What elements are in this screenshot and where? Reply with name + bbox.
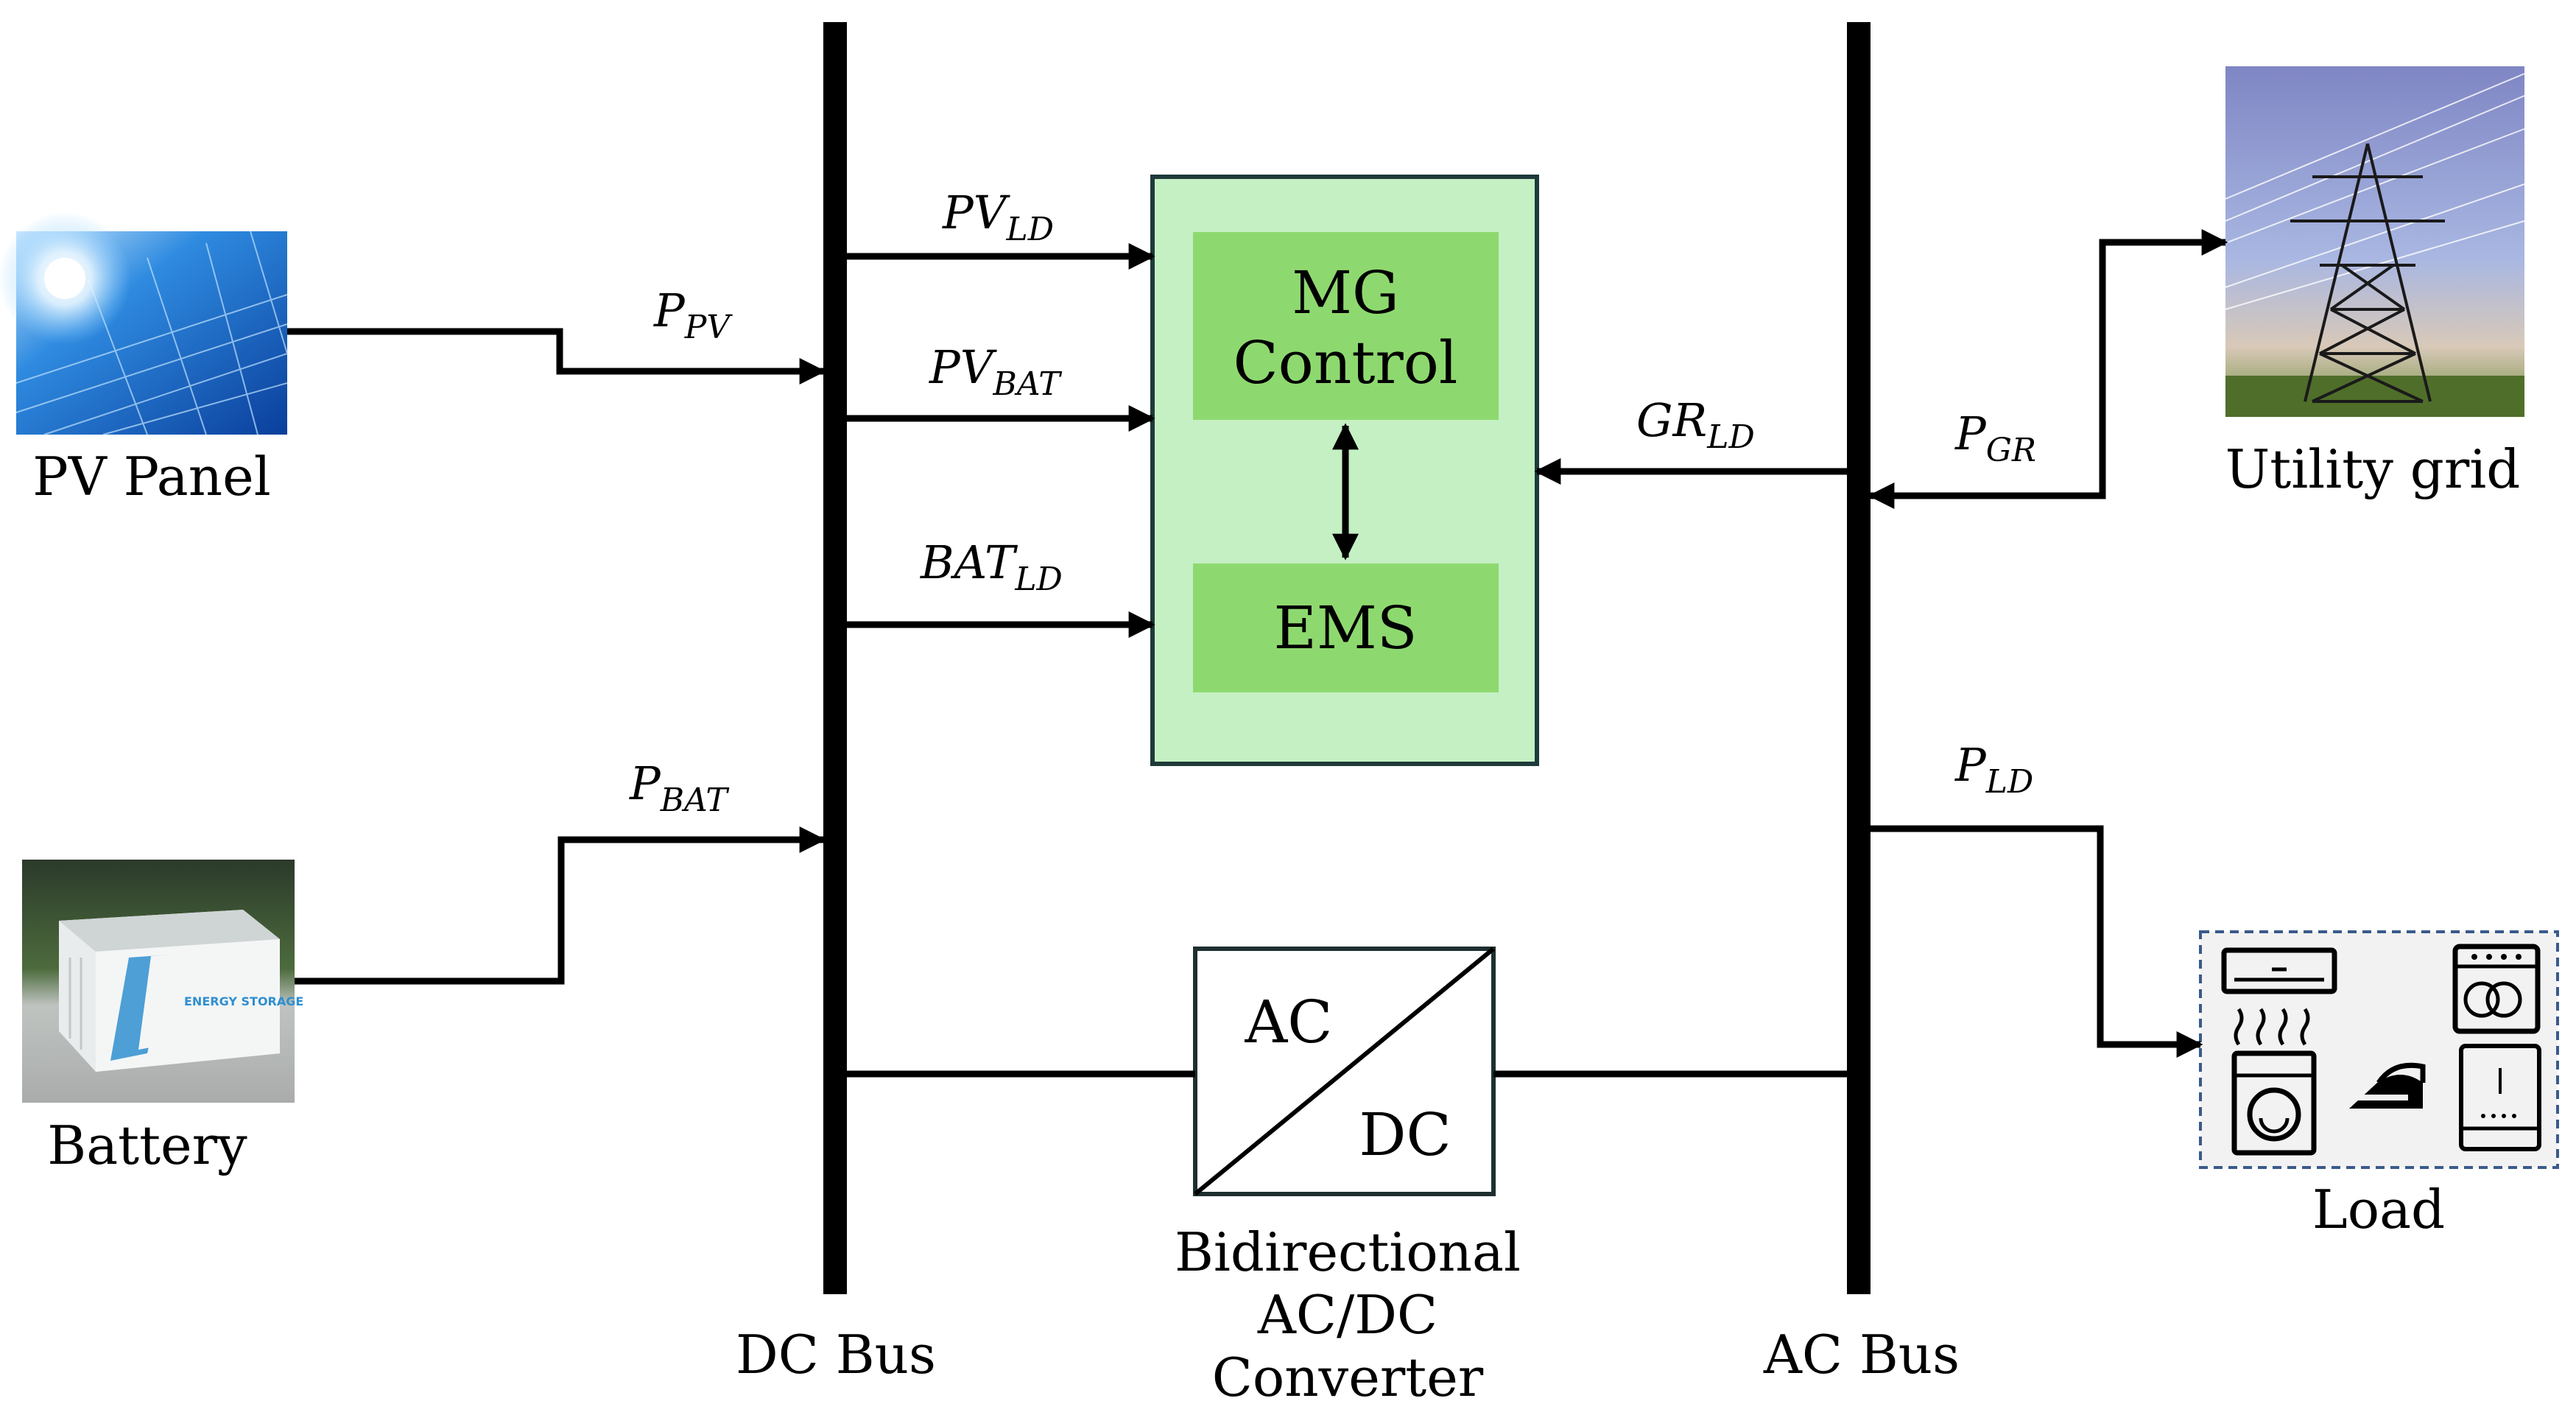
converter-caption-line3: Converter — [1212, 1346, 1484, 1408]
dishwasher-icon — [2452, 944, 2541, 1034]
converter-dc-label: DC — [1359, 1100, 1451, 1169]
dc-bus-bar — [823, 22, 847, 1294]
washing-machine-icon — [2231, 1050, 2317, 1156]
flow-label-p-gr: PGR — [1954, 407, 2036, 469]
mg-control-line1: MG — [1292, 259, 1399, 327]
battery-to-dc-line — [295, 826, 826, 985]
load-label: Load — [2312, 1179, 2445, 1240]
dc-bus-label: DC Bus — [736, 1324, 936, 1386]
ac-to-load-line — [1871, 825, 2203, 1058]
flow-label-bat-ld: BATLD — [920, 536, 1063, 598]
flow-label-gr-ld: GRLD — [1636, 393, 1755, 456]
flow-label-p-pv: PPV — [653, 284, 733, 346]
ac-bus-bar — [1847, 22, 1871, 1294]
flow-label-p-bat: PBAT — [629, 756, 730, 819]
converter-caption-line2: AC/DC — [1257, 1284, 1437, 1346]
mg-control-line2: Control — [1233, 329, 1457, 397]
flow-label-pv-bat: PVBAT — [929, 340, 1063, 403]
ems-label: EMS — [1273, 594, 1417, 662]
iron-icon — [2349, 1062, 2426, 1109]
grid-to-ac-line — [1868, 229, 2228, 509]
load-image — [2199, 930, 2559, 1169]
pv-panel-image — [0, 212, 288, 435]
battery-image: ENERGY STORAGE — [22, 860, 303, 1103]
water-heater-icon — [2459, 1044, 2541, 1151]
ac-bus-label: AC Bus — [1763, 1324, 1960, 1386]
utility-grid-label: Utility grid — [2225, 438, 2521, 500]
converter-diagonal — [1194, 947, 1495, 1196]
battery-label: Battery — [47, 1114, 247, 1176]
battery-storage-text: ENERGY STORAGE — [184, 994, 303, 1008]
flow-label-pv-ld: PVLD — [942, 186, 1054, 248]
air-conditioner-icon — [2221, 947, 2337, 1046]
pv-to-dc-line — [287, 328, 826, 385]
flow-label-p-ld: PLD — [1954, 738, 2033, 801]
utility-grid-image — [2225, 66, 2525, 417]
ems-block — [1193, 563, 1499, 692]
converter-caption-line1: Bidirectional — [1175, 1221, 1521, 1283]
mg-control-block — [1193, 232, 1499, 420]
converter-ac-label: AC — [1245, 988, 1333, 1056]
pv-panel-label: PV Panel — [32, 446, 270, 508]
